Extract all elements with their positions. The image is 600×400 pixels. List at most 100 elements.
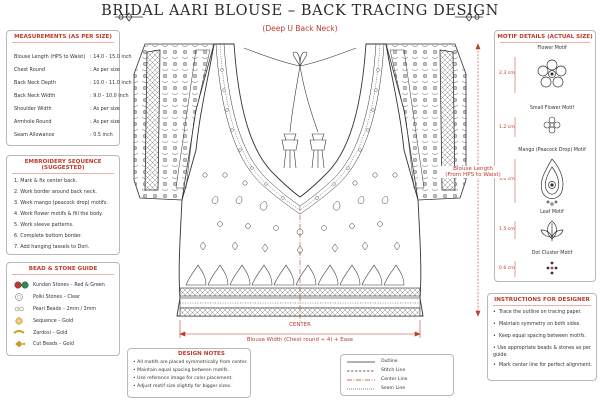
sequence-step: 7. Add hanging tassels to Dori. xyxy=(14,244,90,250)
design-note-text: Maintain equal spacing between motifs. xyxy=(137,368,229,373)
design-note: • All motifs are placed symmetrically fr… xyxy=(133,360,248,365)
motif-size: 3.0 cm xyxy=(499,177,515,182)
blouse-length-dimension xyxy=(475,43,481,317)
measurement-value: : As per size xyxy=(90,119,120,125)
bead-label: Sequence – Gold xyxy=(33,319,74,324)
title-ornament-left xyxy=(113,7,145,26)
sequence-heading: EMBROIDERY SEQUENCE (SUGGESTED) xyxy=(24,159,102,171)
design-notes-heading: DESIGN NOTES xyxy=(178,351,225,357)
measurement-label: Armhole Round xyxy=(14,119,52,125)
instructions-panel: INSTRUCTIONS FOR DESIGNER • Trace the ou… xyxy=(487,293,597,381)
motif-drawings xyxy=(514,57,567,277)
bullet-icon: • xyxy=(493,334,496,339)
motif-name: Mango (Peacock Drop) Motif xyxy=(518,148,586,153)
blouse-length-label: Blouse Length (From HPS to Waist) xyxy=(437,166,509,178)
measurements-panel: MEASUREMENTS (AS PER SIZE) Blouse Length… xyxy=(6,30,132,146)
design-note-text: Adjust motif size slightly for bigger si… xyxy=(137,384,232,389)
measurement-value: : As per size xyxy=(90,106,120,112)
instruction-item-text: Use appropriate beads & stones as per gu… xyxy=(493,346,591,358)
bead-label: Polki Stones – Clear xyxy=(33,295,80,300)
pearl-bead-icon xyxy=(14,306,24,312)
flower-motif-drawing xyxy=(537,59,567,88)
mango-motif-drawing xyxy=(540,158,564,206)
bead-guide-heading: BEAD & STONE GUIDE xyxy=(28,266,98,272)
motif-size: 1.5 cm xyxy=(499,227,515,232)
sequence-step: 6. Complete bottom border. xyxy=(14,233,82,239)
dori-tie-with-tassels xyxy=(243,47,357,169)
cut-bead-icon xyxy=(15,340,26,348)
motif-size: 1.2 cm xyxy=(499,125,515,130)
measurement-label: Blouse Length (HPS to Waist) xyxy=(14,54,86,60)
design-note: • Use reference image for color placemen… xyxy=(133,376,233,381)
line-legend-panel: Outline Stitch Line Center Line Seam Lin… xyxy=(340,354,454,396)
design-notes-panel: DESIGN NOTES • All motifs are placed sym… xyxy=(127,348,251,398)
heading-divider xyxy=(12,274,114,275)
measurement-value: : 10.0 - 11.0 inch xyxy=(90,80,132,86)
measurement-value: : 14.0 - 15.0 inch xyxy=(90,54,132,60)
measurements-heading: MEASUREMENTS (AS PER SIZE) xyxy=(14,34,112,40)
motif-heading: MOTIF DETAILS (ACTUAL SIZE) xyxy=(497,34,593,40)
instruction-item: Trace the outline on tracing paper. xyxy=(499,310,582,315)
center-label: CENTER xyxy=(289,322,311,328)
left-sleeve xyxy=(133,43,215,201)
leaf-motif-drawing xyxy=(540,220,564,241)
measurement-label: Seam Allowance xyxy=(14,132,55,138)
instruction-item: Mark center line for perfect alignment. xyxy=(499,363,593,368)
measurement-label: Back Neck Width xyxy=(14,93,56,99)
bead-icons xyxy=(13,281,29,348)
bead-label: Pearl Beads – 2mm / 3mm xyxy=(33,307,97,312)
instruction-item: Keep equal spacing between motifs. xyxy=(499,334,587,339)
legend-label: Stitch Line xyxy=(381,368,406,373)
measurement-value: : 9.0 - 10.0 inch xyxy=(90,93,129,99)
legend-label: Seam Line xyxy=(381,386,406,391)
heading-divider xyxy=(12,42,114,43)
body-motifs xyxy=(199,172,401,255)
instructions-heading: INSTRUCTIONS FOR DESIGNER xyxy=(494,297,590,303)
motif-size: 0.6 cm xyxy=(499,266,515,271)
blouse-length-label-line1: Blouse Length xyxy=(453,166,493,172)
title-ornament-right xyxy=(453,7,485,26)
zardosi-icon xyxy=(13,330,25,334)
bullet-icon: • xyxy=(493,310,496,315)
bead-label: Zardosi – Gold xyxy=(33,331,68,336)
sequence-step: 2. Work border around back neck. xyxy=(14,189,97,195)
motif-name: Leaf Motif xyxy=(540,210,564,215)
bullet-icon: • xyxy=(493,322,496,327)
legend-label: Outline xyxy=(381,359,398,364)
polki-stone-icon xyxy=(15,293,23,301)
design-note: • Adjust motif size slightly for bigger … xyxy=(133,384,232,389)
motif-name: Small Flower Motif xyxy=(529,106,575,111)
small-flower-motif-drawing xyxy=(543,116,561,134)
instruction-item: • Use appropriate beads & stones as per … xyxy=(493,346,591,358)
heading-divider xyxy=(12,173,114,174)
motif-name: Flower Motif xyxy=(537,46,567,51)
dot-cluster-motif-drawing xyxy=(546,261,558,275)
sequence-step: 5. Work sleeve patterns. xyxy=(14,222,74,228)
design-note-text: Use reference image for color placement. xyxy=(137,376,233,381)
bead-stone-guide-panel: BEAD & STONE GUIDE Kundan Stones – Red &… xyxy=(6,262,120,356)
mango-border-row xyxy=(185,264,405,286)
page-title: BRIDAL AARI BLOUSE – BACK TRACING DESIGN xyxy=(101,3,499,19)
instruction-item: Maintain symmetry on both sides. xyxy=(499,322,581,327)
measurement-label: Back Neck Depth xyxy=(14,80,57,86)
bottom-border xyxy=(179,287,421,317)
sequence-step: 3. Work mango (peacock drop) motifs. xyxy=(14,200,108,206)
bullet-icon: • xyxy=(493,363,496,368)
motif-name: Dot Cluster Motif xyxy=(531,251,573,256)
blouse-width-label: Blouse Width (Chest round ÷ 4) + Ease xyxy=(246,337,354,343)
heading-divider xyxy=(500,42,590,43)
sequence-step: 4. Work flower motifs & fill the body. xyxy=(14,211,103,217)
blouse-body-outline xyxy=(176,43,424,317)
kundan-stone-icon xyxy=(14,281,29,289)
bead-label: Cut Beads – Gold xyxy=(33,342,74,347)
measurement-label: Chest Round xyxy=(14,67,46,73)
legend-line-samples xyxy=(347,361,375,390)
back-neck-border xyxy=(215,43,385,215)
motif-details-panel: MOTIF DETAILS (ACTUAL SIZE) Flower Motif… xyxy=(494,30,596,282)
design-note: • Maintain equal spacing between motifs. xyxy=(133,368,229,373)
blouse-length-label-line2: (From HPS to Waist) xyxy=(445,172,501,178)
design-note-text: All motifs are placed symmetrically from… xyxy=(137,360,248,365)
embroidery-sequence-panel: EMBROIDERY SEQUENCE (SUGGESTED) 1. Mark … xyxy=(6,155,120,255)
legend-label: Center Line xyxy=(381,377,408,382)
neck-border-beads xyxy=(220,68,380,200)
